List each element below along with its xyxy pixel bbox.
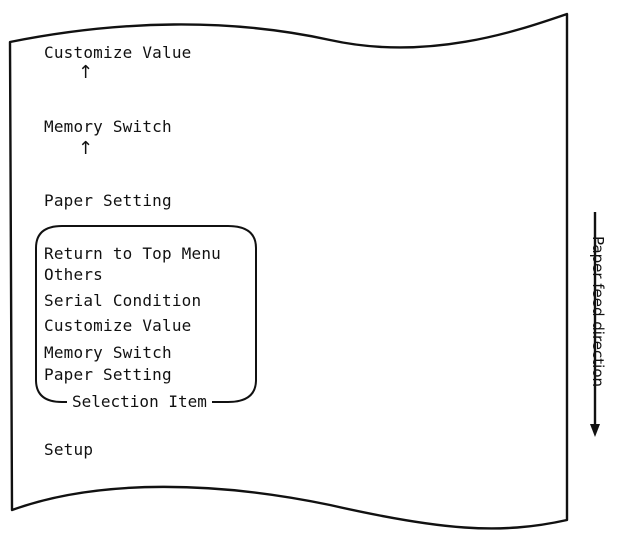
up-arrow-icon: ↑ [78, 62, 94, 83]
up-arrow-icon: ↑ [78, 138, 94, 159]
feed-direction-label: Paper feed direction [589, 236, 607, 388]
line-memory-switch: Memory Switch [44, 117, 172, 136]
selection-item: Paper Setting [44, 365, 172, 384]
selection-item: Memory Switch [44, 343, 172, 362]
line-paper-setting: Paper Setting [44, 191, 172, 210]
selection-item: Customize Value [44, 316, 192, 335]
line-setup: Setup [44, 440, 94, 459]
selection-bracket [35, 225, 257, 403]
selection-item: Others [44, 265, 103, 284]
feed-arrow-head [590, 424, 600, 437]
selection-caption: Selection Item [67, 392, 212, 412]
selection-item: Serial Condition [44, 291, 202, 310]
line-customize-value: Customize Value [44, 43, 192, 62]
selection-item: Return to Top Menu [44, 244, 221, 263]
